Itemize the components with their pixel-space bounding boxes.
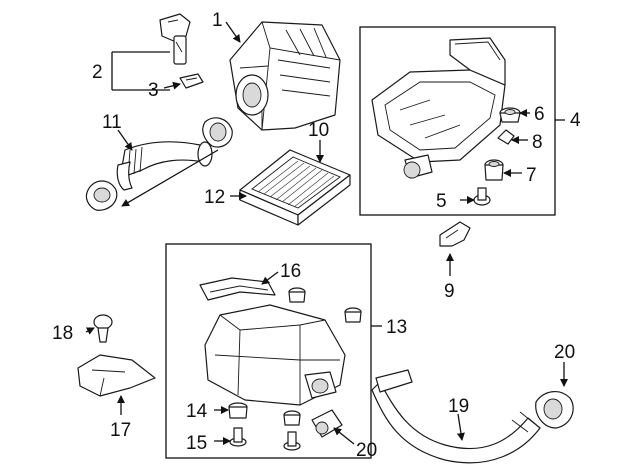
part-20-coupler-right[interactable]	[535, 391, 574, 429]
callout-16: 16	[280, 261, 301, 282]
part-18-push-clip[interactable]	[93, 314, 113, 343]
part-20-coupler-lower[interactable]	[311, 409, 343, 438]
part-6-grommet[interactable]	[499, 107, 521, 123]
callout-18: 18	[52, 323, 73, 344]
callout-9: 9	[444, 281, 455, 302]
callout-17: 17	[110, 420, 131, 441]
grommet-a[interactable]	[288, 287, 306, 303]
callout-12: 12	[204, 187, 225, 208]
callout-1: 1	[212, 10, 223, 31]
part-11-intake-hose[interactable]	[85, 117, 233, 211]
grommet-b[interactable]	[344, 307, 362, 323]
callout-2: 2	[92, 62, 103, 83]
callout-4: 4	[570, 110, 581, 131]
part-19-outlet-duct[interactable]	[371, 369, 541, 464]
leader-lines	[85, 21, 568, 445]
callout-7: 7	[526, 165, 537, 186]
part-7-grommet[interactable]	[484, 159, 504, 181]
part-17-bracket[interactable]	[77, 354, 156, 397]
group-box-4	[359, 26, 556, 216]
part-10-air-filter[interactable]	[239, 149, 351, 226]
callout-10: 10	[308, 120, 329, 141]
callout-19: 19	[448, 396, 469, 417]
callout-5: 5	[436, 191, 447, 212]
callout-3: 3	[148, 80, 159, 101]
part-2-maf-sensor[interactable]	[159, 13, 191, 65]
part-9-bracket[interactable]	[439, 221, 471, 247]
part-1-air-cleaner-cover[interactable]	[229, 21, 341, 131]
grommet-c[interactable]	[283, 410, 301, 426]
part-15-bolt[interactable]	[229, 427, 247, 447]
part-5-bolt[interactable]	[473, 187, 491, 206]
callout-14: 14	[186, 401, 208, 422]
part-13-resonator[interactable]	[204, 304, 346, 406]
part-8-clip[interactable]	[497, 129, 515, 145]
group-box-13	[165, 243, 372, 459]
part-16-duct[interactable]	[199, 277, 276, 301]
callout-8: 8	[532, 132, 543, 153]
part-3-clip[interactable]	[179, 73, 204, 89]
callout-6: 6	[534, 104, 545, 125]
callout-20-lower: 20	[356, 440, 377, 461]
part-4-lower-housing[interactable]	[371, 37, 506, 179]
callout-15: 15	[186, 433, 207, 454]
callout-13: 13	[386, 317, 407, 338]
bolt-b[interactable]	[283, 431, 301, 451]
callout-11: 11	[102, 112, 122, 133]
part-14-grommet[interactable]	[228, 402, 248, 419]
callout-20-right: 20	[554, 342, 575, 363]
